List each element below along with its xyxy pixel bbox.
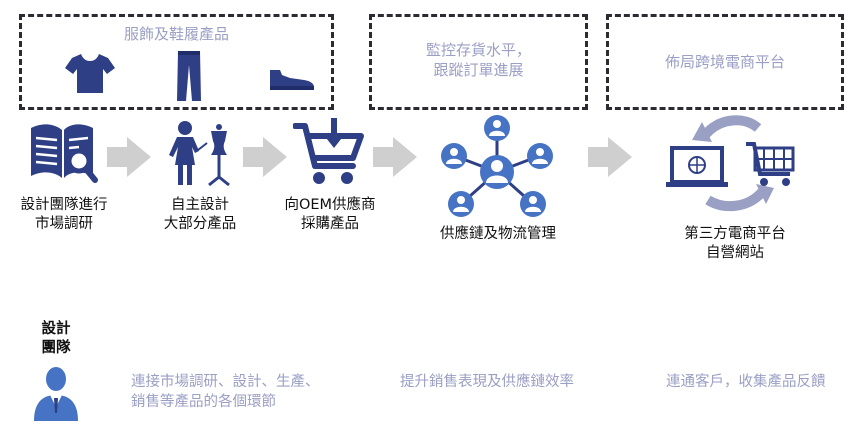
connect-description: 連接市場調研、設計、生產、 銷售等產品的各個環節 [131,374,320,410]
step-research-label: 設計團隊進行 市場調研 [20,197,108,232]
step-supply-chain-label: 供應鏈及物流管理 [440,226,556,242]
flow-arrow-1 [107,137,151,177]
apparel-products-box [19,14,334,110]
flow-arrow-2 [243,137,287,177]
cart-download-icon [293,118,365,188]
pants-icon [176,50,202,102]
boost-description: 提升銷售表現及供應鏈效率 [400,374,574,390]
inventory-monitor-box [369,14,588,110]
apparel-products-label: 服飾及鞋履產品 [123,25,229,43]
shoe-icon [268,66,316,92]
step-platform-label: 第三方電商平台 自營網站 [684,226,786,261]
step-procure-label: 向OEM供應商 採購產品 [284,197,376,232]
network-people-icon [441,114,553,218]
laptop-cart-cycle-icon [662,112,804,218]
person-suit-icon [32,365,80,421]
step-design-label: 自主設計 大部分產品 [163,197,237,232]
design-team-label: 設計 團隊 [41,321,71,356]
crossborder-platform-box [606,14,844,110]
crossborder-platform-label: 佈局跨境電商平台 [664,53,785,71]
designer-mannequin-icon [165,119,237,187]
flow-arrow-3 [373,137,417,177]
reach-description: 連通客戶，收集產品反饋 [666,374,826,390]
tshirt-icon [64,52,116,94]
inventory-monitor-label: 監控存貨水平， 跟蹤訂單進展 [425,41,531,79]
book-search-icon [27,118,99,186]
flow-arrow-4 [588,137,632,177]
